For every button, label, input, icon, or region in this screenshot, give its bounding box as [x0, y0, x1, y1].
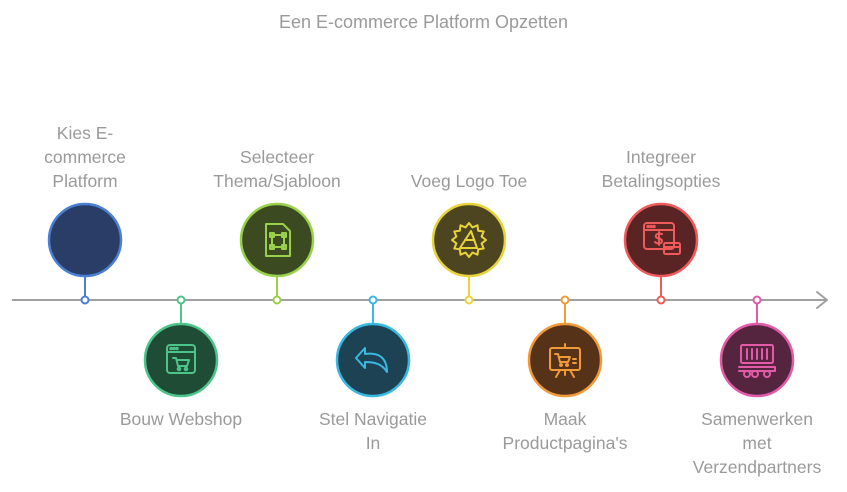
step-label: Bouw Webshop [96, 407, 266, 431]
step-label-line: Betalingsopties [601, 171, 721, 191]
step-circle [335, 322, 411, 398]
webshop-cart-icon [166, 344, 196, 374]
shipping-truck-icon [738, 344, 776, 378]
timeline-arrowhead [816, 291, 828, 309]
timeline-node [272, 295, 282, 305]
timeline-step [719, 295, 795, 398]
step-label-line: Integreer [625, 147, 697, 167]
timeline-node [80, 295, 90, 305]
step-label-line: Selecteer [240, 147, 314, 167]
timeline-step [239, 202, 315, 305]
step-circle [527, 322, 603, 398]
timeline-step [623, 202, 699, 305]
step-circle [239, 202, 315, 278]
timeline-step [431, 202, 507, 305]
payment-icon [643, 222, 681, 255]
step-label-line: Thema/Sjabloon [213, 171, 341, 191]
timeline-node [752, 295, 762, 305]
step-label-line: Samenwerken [701, 409, 813, 429]
step-label-line: In [365, 433, 381, 453]
step-label-line: met [742, 433, 772, 453]
step-label-line: Bouw Webshop [119, 409, 243, 429]
logo-badge-icon [451, 222, 487, 258]
step-label-line: Maak [543, 409, 587, 429]
timeline-node [176, 295, 186, 305]
timeline-node [560, 295, 570, 305]
timeline-node [656, 295, 666, 305]
timeline-node [368, 295, 378, 305]
step-label-line: Platform [52, 171, 118, 191]
step-label-line: Stel Navigatie [319, 409, 427, 429]
step-label-line: Verzendpartners [692, 457, 822, 477]
diagram-title: Een E-commerce Platform Opzetten [278, 12, 569, 32]
timeline-step [527, 295, 603, 398]
step-circle [47, 202, 123, 278]
timeline-step [335, 295, 411, 398]
template-frame-icon [265, 223, 291, 257]
timeline-node [464, 295, 474, 305]
step-label-line: Productpagina's [502, 433, 628, 453]
step-label: Voeg Logo Toe [384, 169, 554, 193]
step-label-line: Voeg Logo Toe [410, 171, 528, 191]
timeline-step [143, 295, 219, 398]
product-board-icon [549, 343, 581, 378]
navigation-arrow-icon [355, 347, 388, 373]
timeline-step [47, 202, 123, 305]
step-label-line: Kies E- [56, 123, 114, 143]
step-label-line: commerce [44, 147, 126, 167]
